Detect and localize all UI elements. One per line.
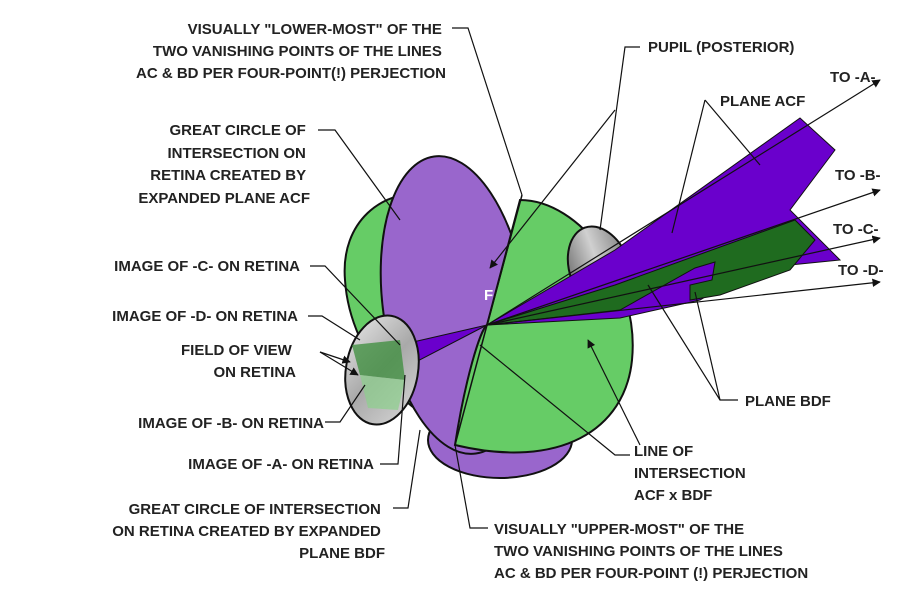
- label-image-c: IMAGE OF -C- ON RETINA: [114, 258, 300, 275]
- label-great-circle-acf: GREAT CIRCLE OF INTERSECTION ON RETINA C…: [138, 122, 310, 207]
- label-to-a: TO -A-: [830, 69, 876, 86]
- ray-to-c: [486, 235, 881, 326]
- label-image-d: IMAGE OF -D- ON RETINA: [112, 308, 298, 325]
- label-pupil: PUPIL (POSTERIOR): [648, 39, 794, 56]
- point-f-label: F: [484, 287, 493, 304]
- leader-lines: [308, 27, 761, 529]
- planes: [399, 117, 842, 366]
- label-plane-acf: PLANE ACF: [720, 93, 805, 110]
- label-plane-bdf: PLANE BDF: [745, 393, 831, 410]
- label-image-b: IMAGE OF -B- ON RETINA: [138, 415, 324, 432]
- label-line-of-intersection: LINE OF INTERSECTION ACF x BDF: [634, 443, 750, 504]
- rays: [486, 79, 881, 326]
- label-image-a: IMAGE OF -A- ON RETINA: [188, 456, 374, 473]
- ray-to-b: [486, 188, 881, 326]
- label-lower-vp: VISUALLY "LOWER-MOST" OF THE TWO VANISHI…: [136, 21, 446, 82]
- ray-to-a: [486, 79, 881, 326]
- label-to-d: TO -D-: [838, 262, 884, 279]
- label-to-c: TO -C-: [833, 221, 879, 238]
- retina-field: [344, 314, 420, 426]
- label-field-of-view: FIELD OF VIEW ON RETINA: [181, 342, 296, 381]
- ray-to-d: [486, 278, 881, 326]
- label-great-circle-bdf: GREAT CIRCLE OF INTERSECTION ON RETINA C…: [112, 501, 385, 562]
- label-upper-vp: VISUALLY "UPPER-MOST" OF THE TWO VANISHI…: [494, 521, 808, 582]
- plane-bdf: [486, 219, 816, 326]
- label-to-b: TO -B-: [835, 167, 881, 184]
- labels: VISUALLY "LOWER-MOST" OF THE TWO VANISHI…: [112, 21, 883, 582]
